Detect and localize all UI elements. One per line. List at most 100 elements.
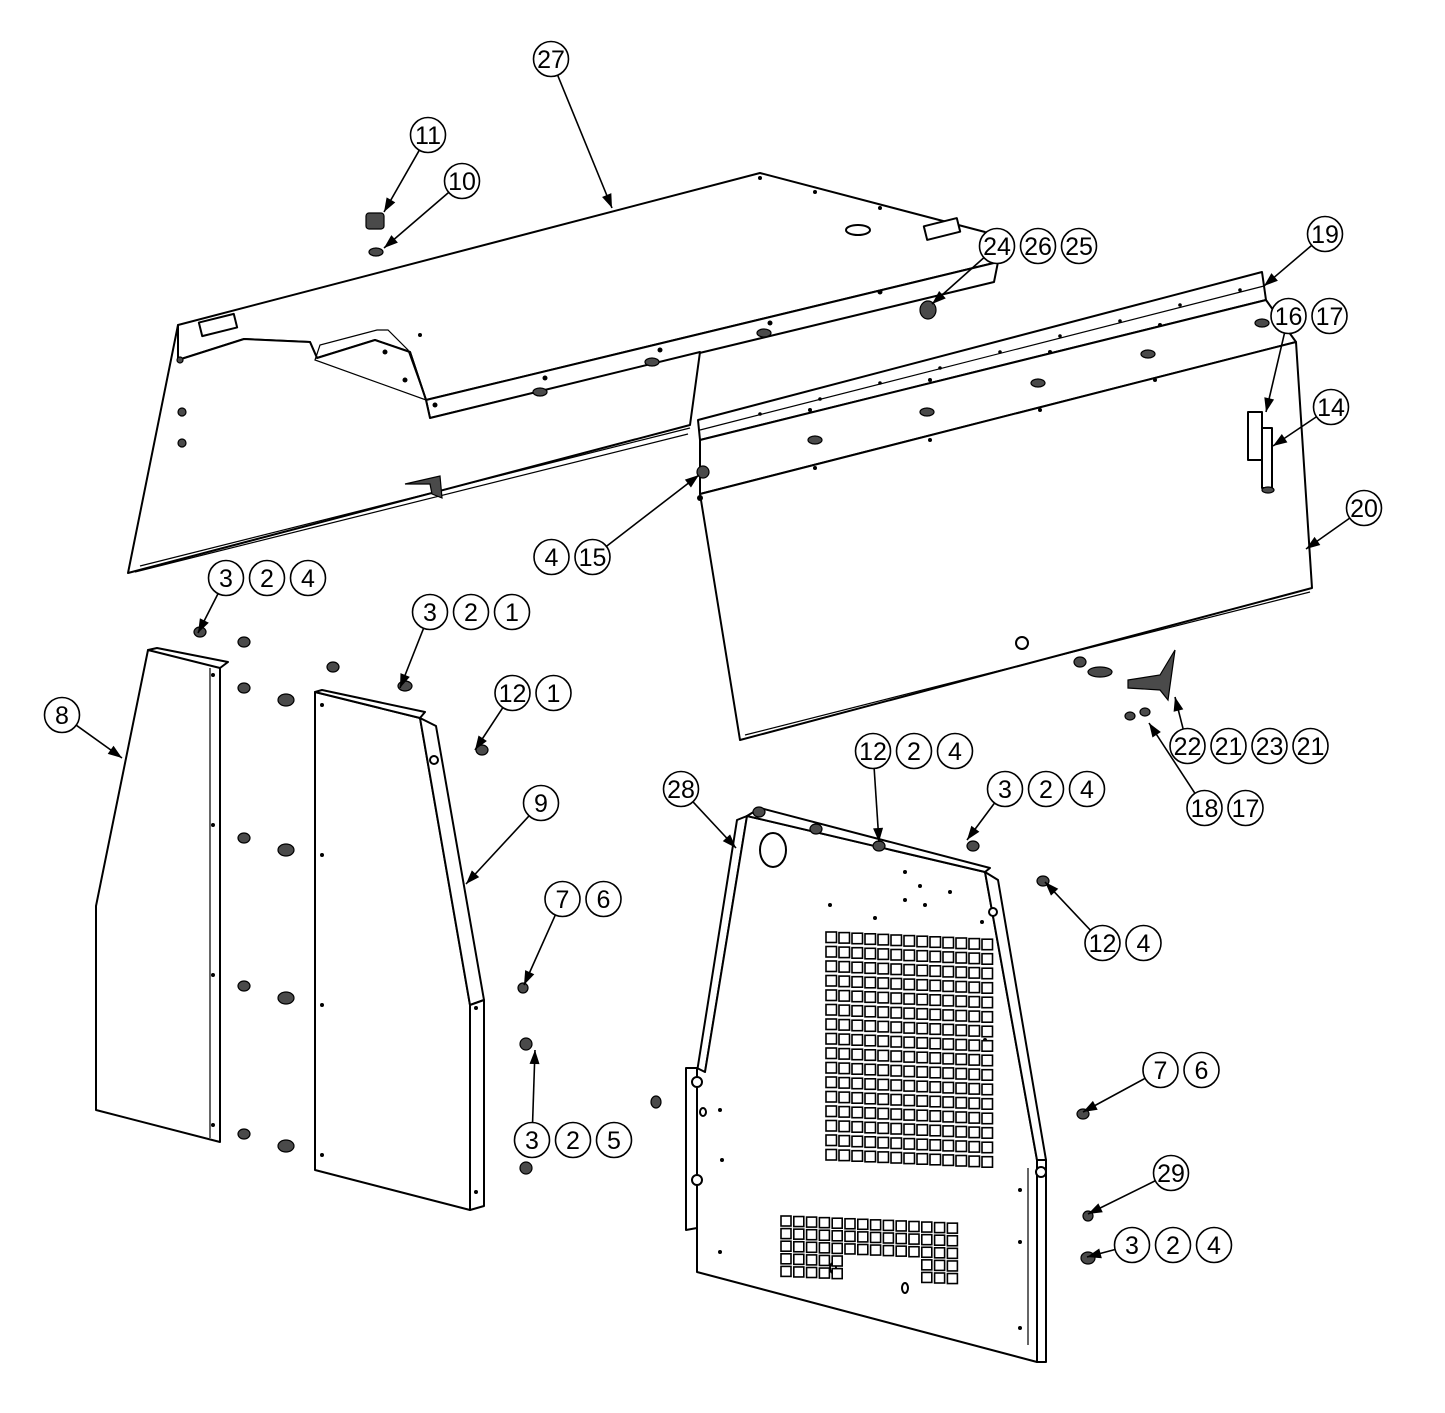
vent-square xyxy=(864,961,877,975)
vent-square xyxy=(825,1105,838,1118)
vent-square xyxy=(929,979,942,992)
vent-square xyxy=(890,1093,903,1106)
vent-square xyxy=(929,964,942,978)
vent-square xyxy=(916,1051,929,1064)
vent-square xyxy=(903,1050,916,1063)
vent-square xyxy=(792,1228,805,1240)
vent-square xyxy=(929,1110,942,1123)
callout-c19: 19 xyxy=(1263,215,1344,287)
vent-square xyxy=(890,1021,903,1034)
leader-line xyxy=(1148,722,1196,794)
vent-square xyxy=(920,1246,933,1259)
vent-square xyxy=(929,1081,942,1094)
vent-square xyxy=(968,1024,981,1037)
balloon-circle xyxy=(1345,489,1383,527)
vent-square xyxy=(890,1050,903,1063)
vent-square xyxy=(818,1267,831,1279)
part-number-label: 20 xyxy=(1350,495,1378,523)
balloon-circle xyxy=(585,880,622,918)
vent-square xyxy=(920,1271,933,1284)
vent-square xyxy=(780,1240,792,1252)
vent-square xyxy=(890,992,903,1005)
part-number-label: 12 xyxy=(499,680,527,708)
part-number-label: 8 xyxy=(55,702,69,730)
balloon-circle xyxy=(1312,388,1350,426)
vent-square xyxy=(903,1137,916,1150)
balloon-circle xyxy=(895,732,933,770)
vent-square xyxy=(831,1230,844,1242)
vent-square xyxy=(916,1065,929,1078)
vent-square xyxy=(864,1121,877,1134)
vent-square xyxy=(981,981,994,995)
vent-square xyxy=(792,1215,805,1228)
vent-square xyxy=(968,952,981,965)
balloon-circle xyxy=(494,674,531,712)
part-number-label: 2 xyxy=(1039,776,1053,804)
vent-square xyxy=(946,1234,959,1247)
vent-square xyxy=(929,993,942,1007)
vent-square xyxy=(981,952,994,966)
vent-square xyxy=(851,1091,864,1104)
vent-square xyxy=(955,1154,968,1167)
balloon-circle xyxy=(1142,1051,1179,1089)
part-number-label: 2 xyxy=(566,1127,580,1155)
balloon-circle xyxy=(1183,1051,1220,1089)
vent-square xyxy=(864,1049,877,1062)
vent-square xyxy=(864,947,877,960)
part-number-label: 23 xyxy=(1256,733,1284,761)
vent-square xyxy=(792,1253,805,1266)
part-number-label: 27 xyxy=(537,46,565,74)
arrowhead xyxy=(529,1050,540,1065)
vent-square xyxy=(933,1221,946,1234)
vent-square xyxy=(805,1241,818,1254)
balloon-circle xyxy=(1210,727,1247,765)
upper-vent-grid xyxy=(825,931,994,1168)
part-number-label: 3 xyxy=(998,776,1012,804)
vent-square xyxy=(864,1092,877,1105)
vent-square xyxy=(929,1124,942,1137)
callout-c29: 29 xyxy=(1087,1154,1190,1215)
vent-square xyxy=(955,995,968,1008)
vent-square xyxy=(877,1020,890,1033)
part-number-label: 4 xyxy=(545,544,559,572)
arrowhead xyxy=(1087,1248,1102,1259)
vent-square xyxy=(877,1078,890,1091)
vent-square xyxy=(838,946,851,959)
vent-square xyxy=(877,933,890,946)
vent-square xyxy=(792,1240,805,1253)
vent-square xyxy=(981,967,994,980)
callout-c9: 9 xyxy=(465,784,560,885)
vent-square xyxy=(838,1004,851,1017)
balloon-circle xyxy=(493,593,531,631)
vent-square xyxy=(864,1150,877,1163)
vent-square xyxy=(942,951,955,964)
vent-square xyxy=(890,934,903,947)
vent-square xyxy=(955,951,968,964)
vent-square xyxy=(942,1110,955,1123)
balloon-circle xyxy=(1019,227,1057,265)
vent-square xyxy=(838,1033,851,1046)
callout-c27: 27 xyxy=(532,40,613,209)
callout-c10: 10 xyxy=(383,162,481,249)
vent-square xyxy=(916,993,929,1006)
vent-square xyxy=(933,1272,946,1284)
vent-square xyxy=(851,1062,864,1075)
vent-square xyxy=(877,1122,890,1135)
arrowhead xyxy=(1264,273,1278,286)
vent-square xyxy=(933,1259,946,1272)
vent-square xyxy=(903,934,916,947)
vent-square xyxy=(916,1123,929,1136)
vent-square xyxy=(882,1244,895,1257)
vent-square xyxy=(838,1062,851,1075)
fastener-column xyxy=(193,626,295,1153)
vent-square xyxy=(916,949,929,963)
vent-square xyxy=(903,1007,916,1020)
vent-square xyxy=(929,1139,942,1152)
front-grille-panel xyxy=(685,806,1096,1363)
vent-square xyxy=(864,1107,877,1120)
